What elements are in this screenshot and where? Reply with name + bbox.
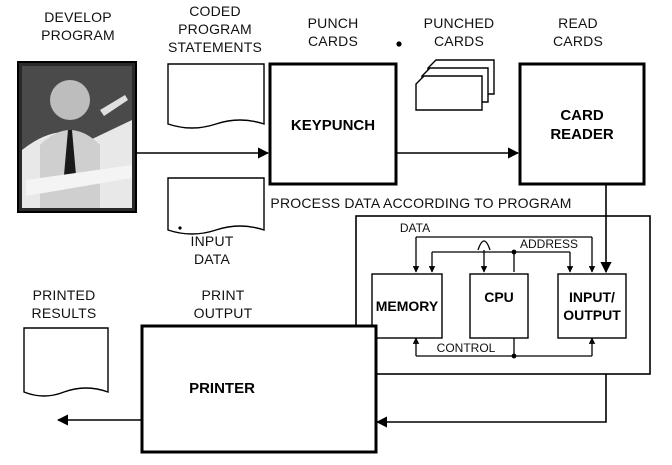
label-printed-line2: RESULTS (32, 305, 97, 321)
printed-results-sheet (23, 327, 109, 397)
label-print-output-line2: OUTPUT (194, 305, 253, 321)
label-punched-line1: PUNCHED (424, 15, 495, 31)
input-data-sheet (167, 177, 265, 235)
io-label-line1: INPUT/ (569, 289, 615, 305)
label-develop-line1: DEVELOP (44, 9, 112, 25)
io-label-line2: OUTPUT (563, 307, 621, 323)
label-punch-line1: PUNCH (308, 15, 359, 31)
cpu-label: CPU (484, 289, 514, 305)
programmer-photo (17, 61, 137, 213)
label-coded-line3: STATEMENTS (168, 39, 262, 55)
process-title: PROCESS DATA ACCORDING TO PROGRAM (270, 195, 571, 211)
label-coded-line1: CODED (189, 3, 241, 19)
card-reader-box (518, 62, 646, 186)
label-read-line1: READ (558, 15, 598, 31)
printer-box (140, 324, 378, 454)
coded-program-sheet (167, 63, 265, 129)
label-printed-line1: PRINTED (33, 287, 96, 303)
memory-label: MEMORY (376, 298, 439, 314)
cpu-box (469, 273, 529, 339)
keypunch-box (268, 62, 398, 186)
label-input-data-line1: INPUT (191, 233, 234, 249)
card-reader-label-line2: READER (550, 126, 614, 143)
bus-wiring (412, 236, 596, 359)
label-punch-line2: CARDS (308, 33, 358, 49)
bus-data-label: DATA (400, 221, 430, 235)
io-box (557, 273, 627, 339)
bus-address-label: ADDRESS (520, 237, 578, 251)
card-reader-label-line1: CARD (560, 107, 603, 124)
label-input-data-line2: DATA (194, 251, 231, 267)
input-data-mark (178, 226, 182, 230)
label-punched-line2: CARDS (434, 33, 484, 49)
keypunch-label: KEYPUNCH (291, 117, 375, 134)
label-read-line2: CARDS (553, 33, 603, 49)
label-coded-line2: PROGRAM (178, 21, 252, 37)
punched-cards-stack (415, 59, 495, 111)
memory-box (371, 273, 443, 339)
processing-frame (355, 215, 651, 375)
bus-control-label: CONTROL (437, 341, 496, 355)
dot-mark (396, 41, 402, 47)
label-develop-line2: PROGRAM (41, 27, 115, 43)
printer-label: PRINTER (189, 380, 255, 397)
arrow-frame-to-printer (375, 374, 607, 428)
label-print-output-line1: PRINT (202, 287, 245, 303)
